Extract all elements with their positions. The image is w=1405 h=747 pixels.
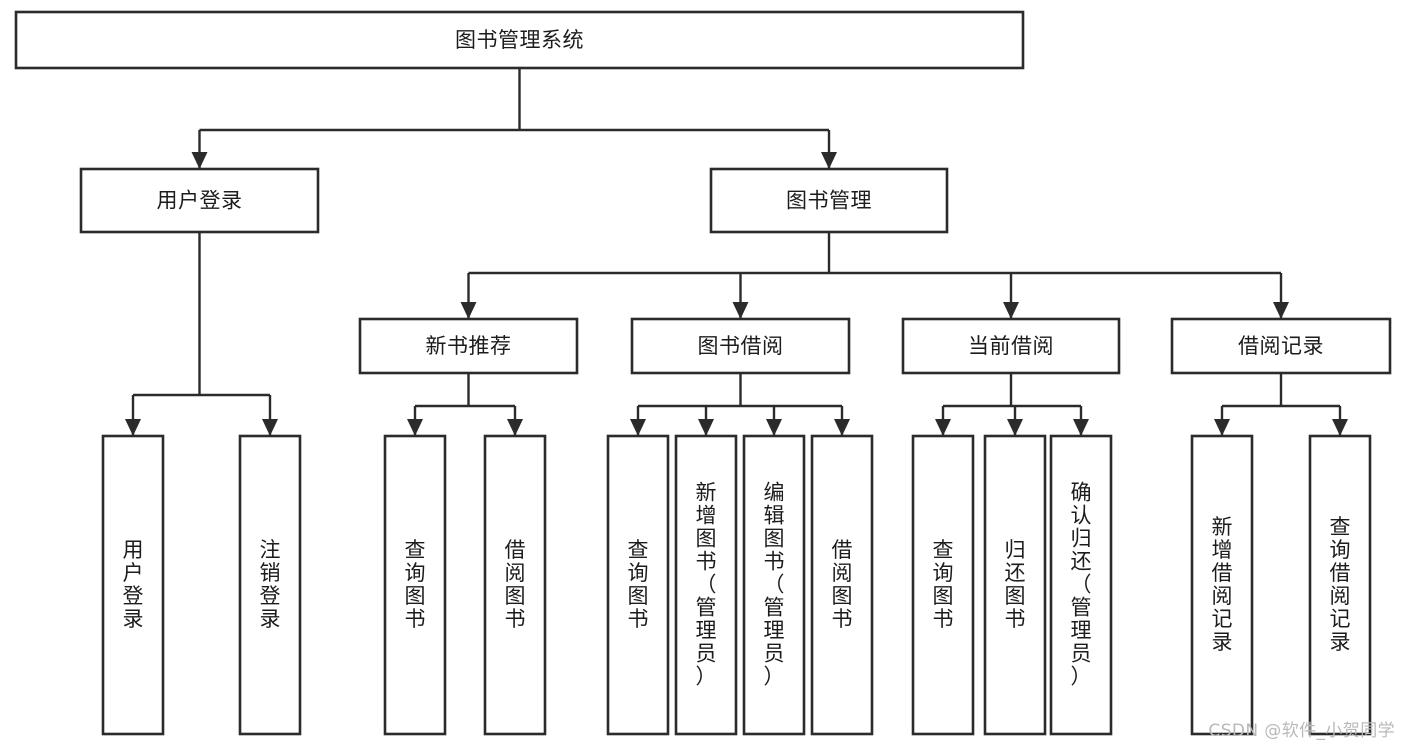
- node-label-leaf-edit-book-admin: 编辑图书（管理员）: [764, 480, 785, 688]
- node-box-leaf-add-book-admin: [674, 434, 738, 736]
- node-label-leaf-logout-login: 注销登录: [260, 538, 281, 631]
- node-box-book-borrow: [630, 317, 851, 375]
- node-label-user-login: 用户登录: [157, 189, 243, 213]
- node-leaf-query-book-borrow[interactable]: 查询图书: [606, 434, 670, 736]
- node-box-leaf-query-book-rec: [383, 434, 447, 736]
- node-leaf-borrow-book-rec[interactable]: 借阅图书: [483, 434, 547, 736]
- node-label-leaf-add-book-admin: 新增图书（管理员）: [696, 480, 717, 688]
- node-layer: 图书管理系统用户登录图书管理新书推荐图书借阅当前借阅借阅记录用户登录注销登录查询…: [14, 10, 1392, 736]
- node-box-borrow-record: [1170, 317, 1392, 375]
- arrow-head-leaf-query-book-rec: [407, 419, 423, 436]
- node-leaf-return-book[interactable]: 归还图书: [983, 434, 1047, 736]
- node-leaf-confirm-return-admin[interactable]: 确认归还（管理员）: [1049, 434, 1113, 736]
- node-new-book-recommend[interactable]: 新书推荐: [358, 317, 579, 375]
- arrow-head-leaf-user-login: [125, 419, 141, 436]
- node-label-leaf-return-book: 归还图书: [1005, 538, 1026, 631]
- node-leaf-borrow-book[interactable]: 借阅图书: [810, 434, 874, 736]
- node-label-book-borrow: 图书借阅: [698, 334, 784, 358]
- node-label-leaf-query-book-borrow: 查询图书: [628, 538, 649, 631]
- watermark-text: CSDN @软件_小贺同学: [1208, 721, 1395, 741]
- arrow-head-leaf-add-book-admin: [698, 419, 714, 436]
- node-label-leaf-query-borrow-record: 查询借阅记录: [1330, 515, 1351, 654]
- node-box-leaf-query-book-current: [911, 434, 975, 736]
- node-box-new-book-recommend: [358, 317, 579, 375]
- node-leaf-add-book-admin[interactable]: 新增图书（管理员）: [674, 434, 738, 736]
- arrow-head-user-login: [191, 152, 208, 169]
- arrow-head-book-management: [821, 152, 837, 169]
- node-box-leaf-borrow-book: [810, 434, 874, 736]
- arrow-head-book-borrow: [732, 302, 749, 319]
- node-box-leaf-user-login: [101, 434, 165, 736]
- node-book-borrow[interactable]: 图书借阅: [630, 317, 851, 375]
- node-box-leaf-logout-login: [238, 434, 302, 736]
- node-leaf-query-borrow-record[interactable]: 查询借阅记录: [1308, 434, 1372, 736]
- arrow-head-leaf-add-borrow-record: [1214, 419, 1230, 436]
- arrow-head-current-borrow: [1003, 302, 1019, 319]
- node-current-borrow[interactable]: 当前借阅: [901, 317, 1121, 375]
- arrow-head-leaf-query-book-current: [935, 419, 951, 436]
- arrow-head-leaf-return-book: [1007, 419, 1023, 436]
- node-root[interactable]: 图书管理系统: [14, 10, 1025, 70]
- node-label-leaf-query-book-rec: 查询图书: [405, 538, 426, 631]
- node-box-leaf-borrow-book-rec: [483, 434, 547, 736]
- node-leaf-user-login[interactable]: 用户登录: [101, 434, 165, 736]
- arrow-head-leaf-confirm-return-admin: [1073, 419, 1089, 436]
- node-label-leaf-borrow-book: 借阅图书: [832, 538, 853, 631]
- node-box-leaf-return-book: [983, 434, 1047, 736]
- node-box-book-management: [709, 167, 949, 234]
- node-label-leaf-add-borrow-record: 新增借阅记录: [1212, 515, 1233, 654]
- arrow-head-leaf-query-book-borrow: [630, 419, 646, 436]
- node-borrow-record[interactable]: 借阅记录: [1170, 317, 1392, 375]
- node-label-leaf-query-book-current: 查询图书: [933, 538, 954, 631]
- connector-layer: [125, 68, 1348, 436]
- node-box-leaf-edit-book-admin: [742, 434, 806, 736]
- arrow-head-leaf-borrow-book-rec: [507, 419, 523, 436]
- node-box-root: [14, 10, 1025, 70]
- node-box-leaf-query-book-borrow: [606, 434, 670, 736]
- arrow-head-leaf-query-borrow-record: [1332, 419, 1348, 436]
- node-leaf-logout-login[interactable]: 注销登录: [238, 434, 302, 736]
- node-leaf-edit-book-admin[interactable]: 编辑图书（管理员）: [742, 434, 806, 736]
- node-label-leaf-user-login: 用户登录: [123, 538, 144, 631]
- node-label-book-management: 图书管理: [786, 189, 872, 213]
- node-label-root: 图书管理系统: [455, 28, 584, 52]
- arrow-head-leaf-logout-login: [262, 419, 278, 436]
- node-label-new-book-recommend: 新书推荐: [426, 334, 512, 358]
- node-leaf-query-book-rec[interactable]: 查询图书: [383, 434, 447, 736]
- node-leaf-add-borrow-record[interactable]: 新增借阅记录: [1190, 434, 1254, 736]
- node-box-user-login: [79, 167, 320, 234]
- node-label-current-borrow: 当前借阅: [968, 334, 1054, 358]
- arrow-head-new-book-recommend: [460, 302, 477, 319]
- arrow-head-borrow-record: [1273, 302, 1289, 319]
- node-box-leaf-add-borrow-record: [1190, 434, 1254, 736]
- node-book-management[interactable]: 图书管理: [709, 167, 949, 234]
- node-user-login[interactable]: 用户登录: [79, 167, 320, 234]
- arrow-head-leaf-edit-book-admin: [766, 419, 782, 436]
- node-label-leaf-confirm-return-admin: 确认归还（管理员）: [1071, 480, 1092, 688]
- node-box-leaf-query-borrow-record: [1308, 434, 1372, 736]
- node-leaf-query-book-current[interactable]: 查询图书: [911, 434, 975, 736]
- node-label-leaf-borrow-book-rec: 借阅图书: [505, 538, 526, 631]
- node-label-borrow-record: 借阅记录: [1238, 334, 1324, 358]
- node-box-leaf-confirm-return-admin: [1049, 434, 1113, 736]
- node-box-current-borrow: [901, 317, 1121, 375]
- arrow-head-leaf-borrow-book: [834, 419, 850, 436]
